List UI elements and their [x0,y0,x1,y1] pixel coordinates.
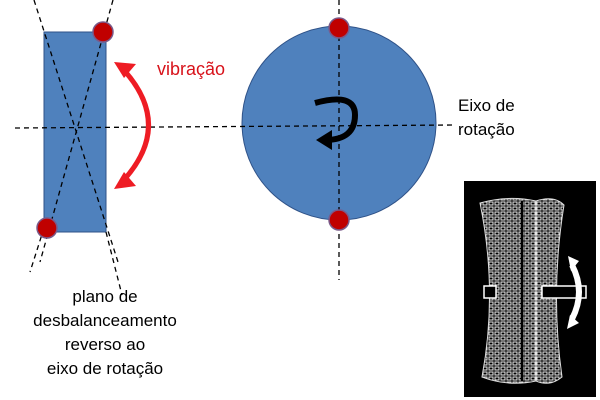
unbalance-mass-bottom-side [36,217,58,239]
plane-label-line-1: plano de [72,287,138,306]
unbalance-mass-top-side [92,21,114,43]
unbalance-mass-bottom-front [328,209,350,231]
axis-label-line-2: rotação [458,120,515,139]
rotor-side-view [43,31,107,233]
unbalance-plane-line-2 [105,231,123,296]
diagonal-line-2 [39,0,114,263]
plane-label-line-4: eixo de rotação [46,359,164,378]
tire-illustration [464,181,596,397]
vibration-arrow-icon [114,62,151,189]
plane-label-line-2: desbalanceamento [33,311,177,330]
unbalance-plane-line [29,227,45,273]
rotation-axis-label: Eixo de rotação [458,94,515,142]
rotation-axis-line [14,124,456,129]
rotation-arrow-icon [314,96,359,150]
vibration-label: vibração [157,59,226,79]
plane-label-line-3: reverso ao [64,335,146,354]
unbalance-plane-label: plano de desbalanceamento reverso ao eix… [20,285,190,381]
unbalance-mass-top-front [328,17,350,39]
axis-label-line-1: Eixo de [458,96,515,115]
tire-image [479,197,587,384]
